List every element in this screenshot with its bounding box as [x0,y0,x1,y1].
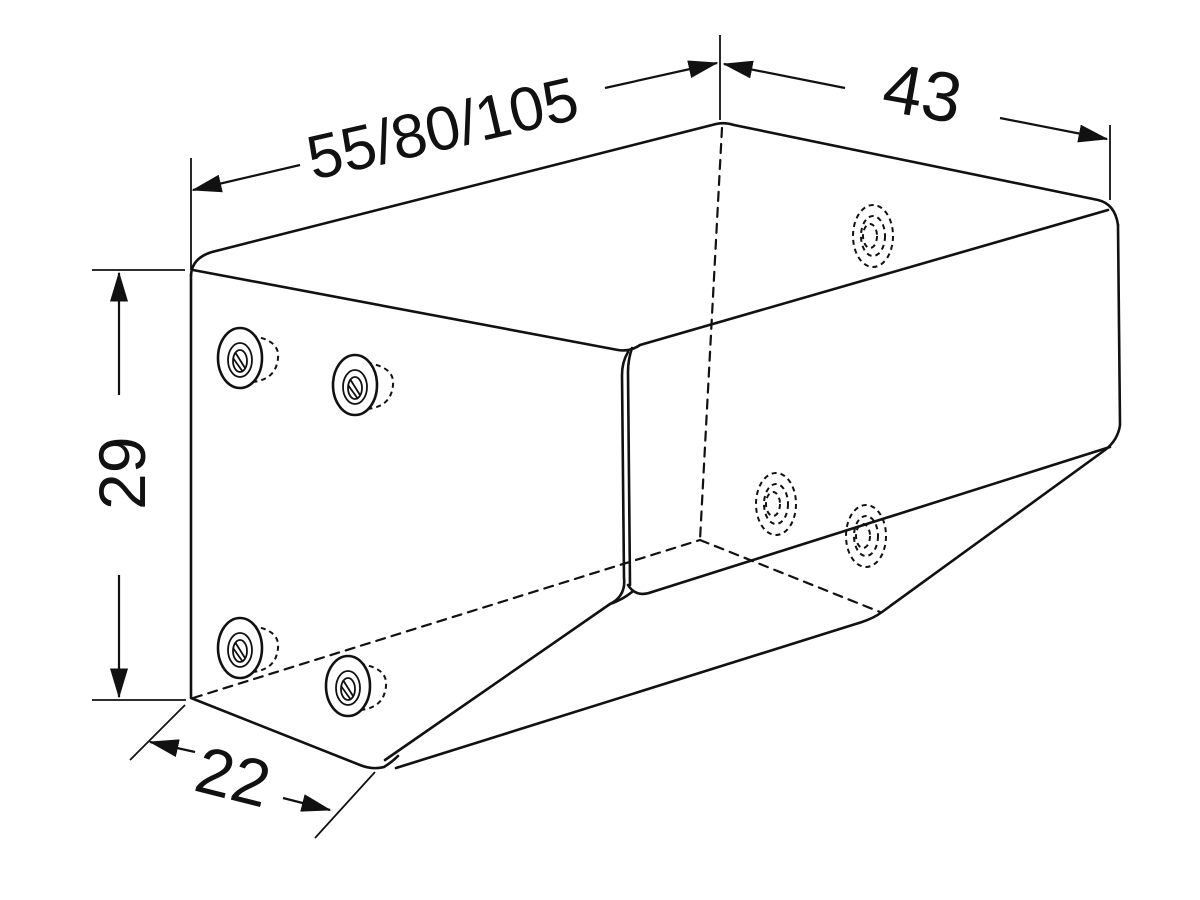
bottom-chamfer-edge [608,590,634,606]
left-face-outline [189,273,400,770]
right-face-inner-edge [626,445,1112,596]
top-face-outline [189,121,1120,277]
inner-corner-edge [383,350,630,762]
threaded-hole-icon [331,353,395,417]
dimension-line-width-left [148,739,196,757]
dimension-line-width-right [282,794,332,812]
threaded-hole-icon [216,326,280,390]
dimension-line-length-left [191,163,301,193]
dimension-lines [110,60,1109,812]
hidden-holes [755,204,894,568]
dimension-label-height: 29 [85,437,159,510]
extension-line-width-left [129,704,186,761]
hidden-hole-icon [755,472,797,536]
top-face-front-edge [191,208,1110,352]
hidden-hole-icon [845,504,887,568]
dimension-labels: 55/80/105 43 29 22 [85,48,968,821]
dimension-line-depth-right [999,116,1109,143]
visible-holes [216,326,395,718]
inner-corner-edge-2 [626,346,634,587]
hidden-line-vertical [698,126,724,542]
dimension-line-depth-left [722,60,846,90]
threaded-hole-icon [324,654,388,718]
extension-line-width-right [314,771,376,839]
dimension-label-depth: 43 [877,48,967,138]
right-face-outer-edge [394,223,1122,770]
extension-lines [92,35,1111,839]
dimension-line-length-right [604,60,719,90]
hidden-line-bottom-left [191,538,702,700]
hidden-line-bottom-right [698,538,882,614]
hidden-lines [191,126,882,700]
hidden-hole-icon [852,204,894,268]
dimension-label-length: 55/80/105 [301,64,585,193]
bracket-body [189,121,1122,770]
dimension-label-width: 22 [189,732,278,822]
threaded-hole-icon [216,616,280,680]
